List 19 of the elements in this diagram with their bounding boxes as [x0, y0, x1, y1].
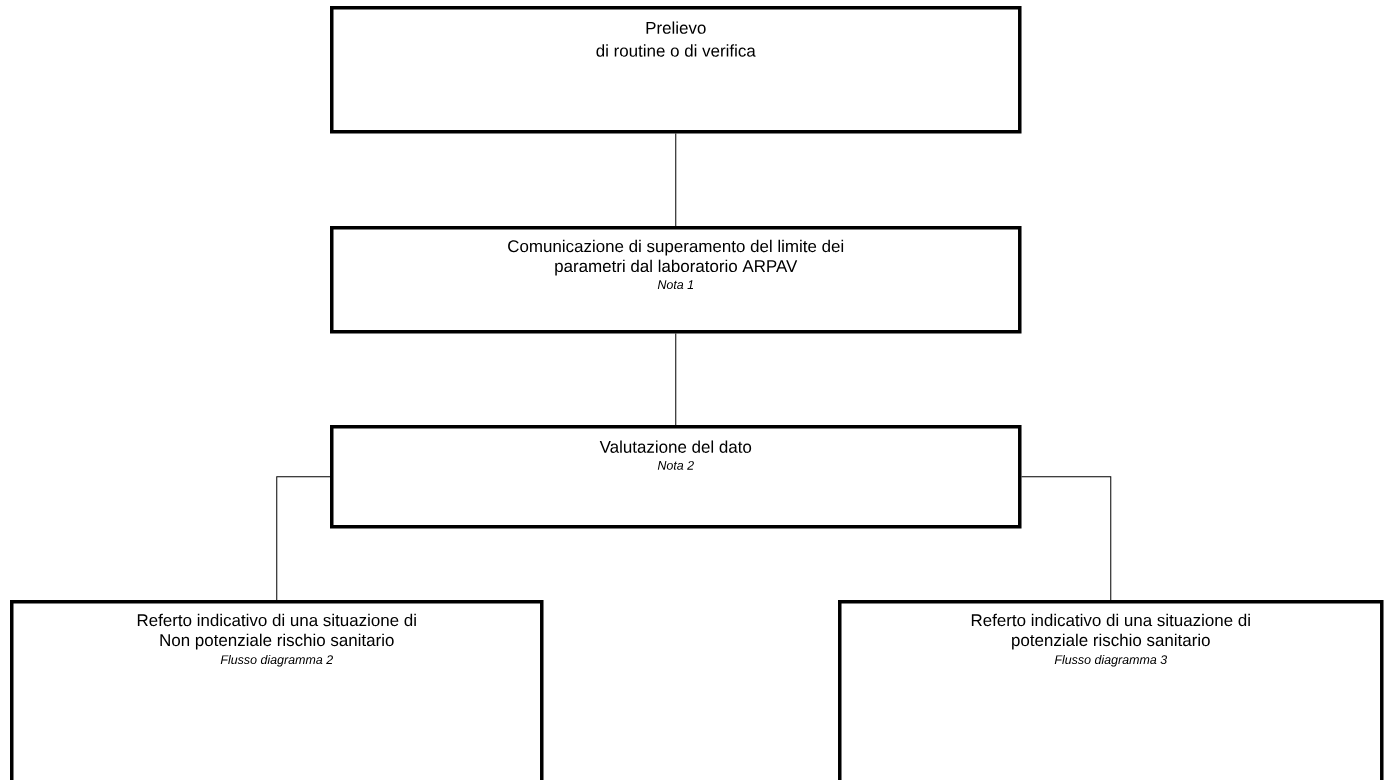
- box-text: Comunicazione di superamento del limite dei parametri dal laboratorio ARPAV: [508, 239, 844, 276]
- process-box: [838, 600, 1384, 780]
- box-text: Valutazione del dato: [599, 440, 752, 453]
- note-reference: Flusso diagramma 3: [1054, 654, 1168, 667]
- note-reference: Nota 2: [657, 460, 694, 470]
- box-text: Referto indicativo di una situazione di Non potenziale rischio sanitario: [137, 613, 416, 650]
- process-box: [10, 600, 544, 780]
- box-text: Referto indicativo di una situazione di potenziale rischio sanitario: [971, 613, 1250, 650]
- connector-line: [1021, 476, 1112, 601]
- connector-line: [675, 133, 677, 227]
- process-box: [330, 6, 1022, 134]
- note-reference: Flusso diagramma 2: [220, 654, 333, 667]
- process-box: [330, 226, 1022, 334]
- box-text: Prelievo: [646, 21, 706, 34]
- box-text: di routine o di verifica: [596, 44, 756, 57]
- process-box: [330, 425, 1022, 529]
- connector-line: [276, 476, 331, 601]
- note-reference: Nota 1: [657, 280, 694, 289]
- connector-line: [675, 333, 677, 426]
